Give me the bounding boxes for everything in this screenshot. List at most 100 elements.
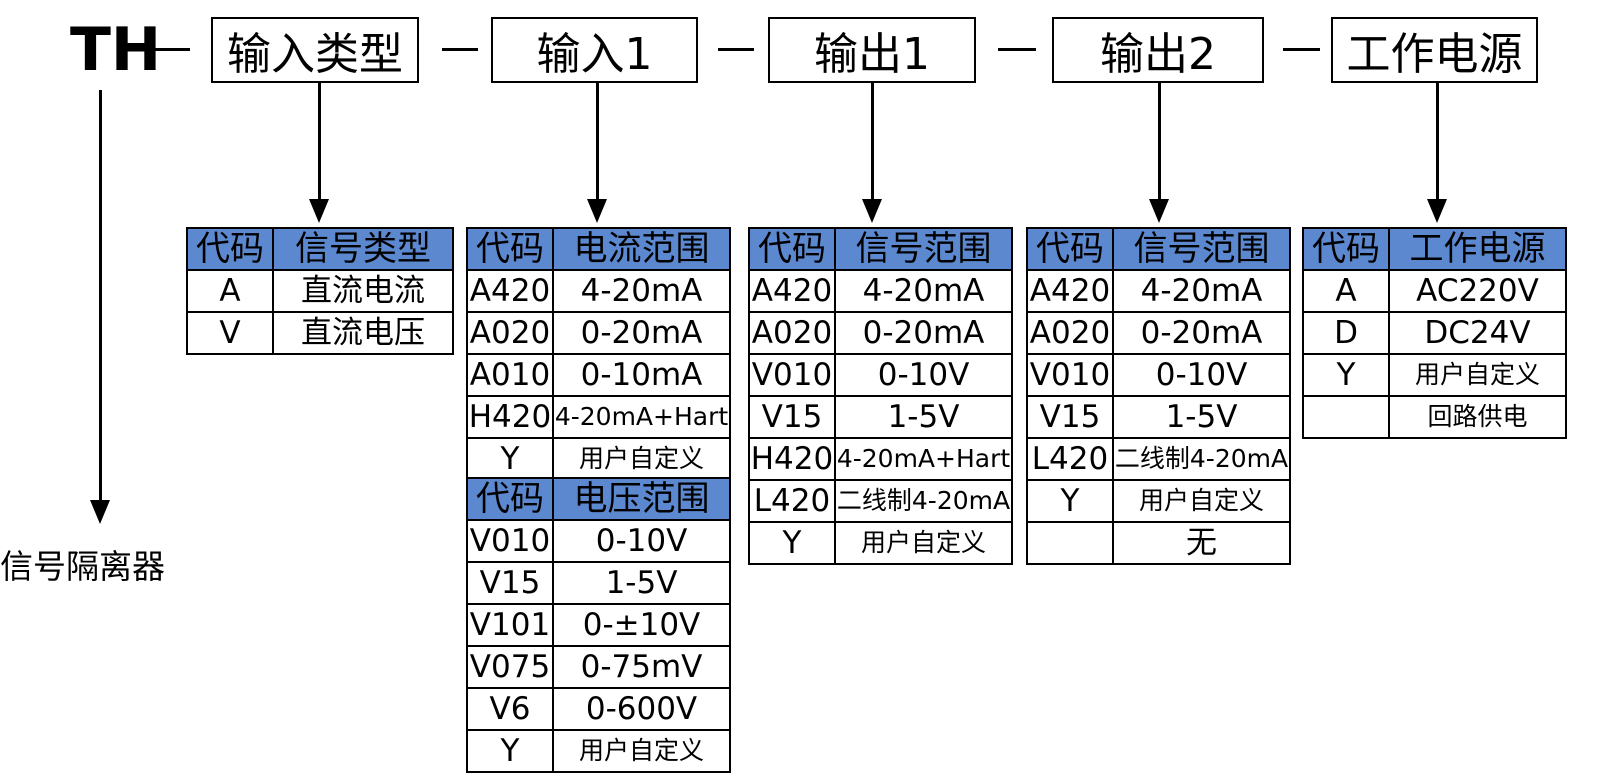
model-prefix: TH	[70, 15, 162, 85]
table-row: V6 0-600V	[466, 687, 731, 731]
separator-dash	[998, 48, 1036, 51]
table-row: Y 用户自定义	[1026, 479, 1291, 523]
code-cell: V15	[748, 395, 836, 439]
code-cell: A	[186, 269, 274, 313]
value-cell: 无	[1112, 521, 1291, 565]
table-row: A AC220V	[1302, 269, 1567, 313]
table-row: Y 用户自定义	[466, 437, 731, 481]
code-cell: V010	[748, 353, 836, 397]
value-cell: 用户自定义	[834, 521, 1013, 565]
arrow-down-icon	[90, 500, 110, 524]
table-row: Y 用户自定义	[1302, 353, 1567, 397]
code-cell	[1302, 395, 1390, 439]
table-row: V15 1-5V	[466, 561, 731, 605]
table-row: Y 用户自定义	[748, 521, 1013, 565]
table-row: V075 0-75mV	[466, 645, 731, 689]
value-cell: 4-20mA	[552, 269, 731, 313]
code-cell	[1026, 521, 1114, 565]
table-row: Y 用户自定义	[466, 729, 731, 773]
arrow-down-icon	[1149, 199, 1169, 223]
table-header-cell: 代码	[466, 227, 554, 271]
table-row: V010 0-10V	[1026, 353, 1291, 397]
table-header-cell: 代码	[466, 477, 554, 521]
code-cell: A	[1302, 269, 1390, 313]
table-header-row: 代码 电流范围	[466, 227, 731, 271]
code-cell: A020	[1026, 311, 1114, 355]
table-header-cell: 代码	[1026, 227, 1114, 271]
value-cell: DC24V	[1388, 311, 1567, 355]
connector-line	[871, 83, 874, 201]
value-cell: 0-10V	[1112, 353, 1291, 397]
code-cell: V6	[466, 687, 554, 731]
code-cell: V15	[466, 561, 554, 605]
table-header-cell: 信号范围	[834, 227, 1013, 271]
table-row: V15 1-5V	[748, 395, 1013, 439]
value-cell: 4-20mA	[1112, 269, 1291, 313]
field-box-power: 工作电源	[1331, 17, 1538, 83]
value-cell: 二线制4-20mA	[1112, 437, 1291, 481]
value-cell: 4-20mA	[834, 269, 1013, 313]
code-cell: A420	[1026, 269, 1114, 313]
table-row: A420 4-20mA	[1026, 269, 1291, 313]
table-row: V010 0-10V	[748, 353, 1013, 397]
field-box-input-type: 输入类型	[211, 17, 419, 83]
table-row: H420 4-20mA+Hart	[466, 395, 731, 439]
table-row: A020 0-20mA	[748, 311, 1013, 355]
table-row: L420 二线制4-20mA	[748, 479, 1013, 523]
value-cell: 用户自定义	[552, 437, 731, 481]
table-row: A420 4-20mA	[466, 269, 731, 313]
connector-line	[99, 90, 102, 502]
table-row: V15 1-5V	[1026, 395, 1291, 439]
output1-table: 代码 信号范围 A420 4-20mA A020 0-20mA V010 0-1…	[748, 227, 1013, 565]
code-cell: Y	[1302, 353, 1390, 397]
value-cell: 直流电压	[272, 311, 454, 355]
table-row: V 直流电压	[186, 311, 454, 355]
code-cell: H420	[466, 395, 554, 439]
power-table: 代码 工作电源 A AC220V D DC24V Y 用户自定义 回路供电	[1302, 227, 1567, 439]
separator-dash	[1283, 48, 1320, 51]
value-cell: 0-75mV	[552, 645, 731, 689]
connector-line	[1158, 83, 1161, 201]
table-header-cell: 代码	[1302, 227, 1390, 271]
code-cell: V	[186, 311, 274, 355]
connector-line	[596, 83, 599, 201]
code-cell: A020	[748, 311, 836, 355]
field-box-input1: 输入1	[491, 17, 698, 83]
value-cell: 0-20mA	[552, 311, 731, 355]
code-cell: A010	[466, 353, 554, 397]
table-row: L420 二线制4-20mA	[1026, 437, 1291, 481]
value-cell: 0-±10V	[552, 603, 731, 647]
table-row: V101 0-±10V	[466, 603, 731, 647]
field-box-output1: 输出1	[768, 17, 976, 83]
table-header-row: 代码 工作电源	[1302, 227, 1567, 271]
code-cell: L420	[1026, 437, 1114, 481]
connector-line	[318, 83, 321, 201]
table-header-cell: 信号类型	[272, 227, 454, 271]
value-cell: 0-10V	[552, 519, 731, 563]
arrow-down-icon	[309, 199, 329, 223]
code-cell: H420	[748, 437, 836, 481]
input1-current-table: 代码 电流范围 A420 4-20mA A020 0-20mA A010 0-1…	[466, 227, 731, 481]
table-header-cell: 工作电源	[1388, 227, 1567, 271]
value-cell: 0-10mA	[552, 353, 731, 397]
table-header-cell: 电流范围	[552, 227, 731, 271]
table-header-cell: 代码	[186, 227, 274, 271]
value-cell: 用户自定义	[552, 729, 731, 773]
table-row: A010 0-10mA	[466, 353, 731, 397]
table-header-row: 代码 信号类型	[186, 227, 454, 271]
code-cell: V075	[466, 645, 554, 689]
value-cell: 0-20mA	[834, 311, 1013, 355]
value-cell: 1-5V	[552, 561, 731, 605]
table-header-cell: 电压范围	[552, 477, 731, 521]
separator-dash	[718, 48, 754, 51]
value-cell: 1-5V	[834, 395, 1013, 439]
code-cell: V101	[466, 603, 554, 647]
value-cell: 直流电流	[272, 269, 454, 313]
value-cell: 4-20mA+Hart	[552, 395, 731, 439]
input1-voltage-table: 代码 电压范围 V010 0-10V V15 1-5V V101 0-±10V …	[466, 477, 731, 773]
value-cell: AC220V	[1388, 269, 1567, 313]
table-header-row: 代码 信号范围	[748, 227, 1013, 271]
field-box-output2: 输出2	[1052, 17, 1264, 83]
value-cell: 用户自定义	[1112, 479, 1291, 523]
value-cell: 1-5V	[1112, 395, 1291, 439]
